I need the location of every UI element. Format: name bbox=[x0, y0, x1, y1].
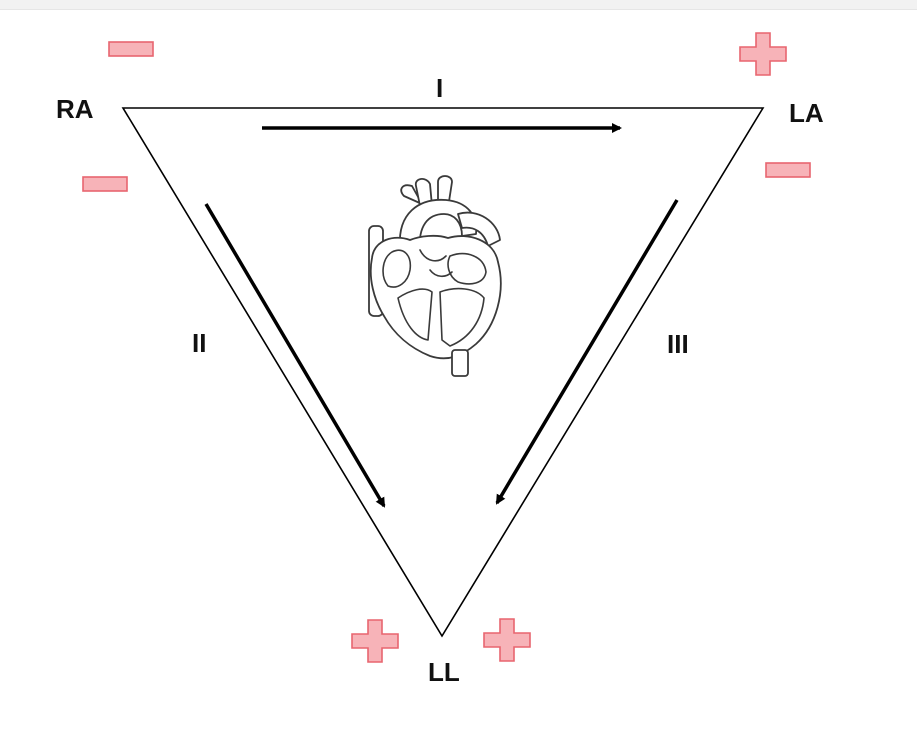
electrode-label-ll: LL bbox=[428, 657, 460, 687]
lead-label-iii: III bbox=[667, 329, 689, 359]
lead-ii-arrow bbox=[204, 203, 386, 508]
plus-icon bbox=[739, 32, 787, 76]
lead-iii-arrow bbox=[495, 199, 679, 505]
plus-icon bbox=[483, 618, 531, 662]
top-bar bbox=[0, 0, 917, 10]
heart-icon bbox=[368, 175, 502, 377]
electrode-label-la: LA bbox=[789, 98, 824, 128]
electrode-label-ra: RA bbox=[56, 94, 94, 124]
minus-icon bbox=[108, 41, 154, 57]
plus-icon bbox=[351, 619, 399, 663]
einthoven-triangle bbox=[121, 107, 765, 638]
minus-icon bbox=[765, 162, 811, 178]
lead-label-ii: II bbox=[192, 328, 206, 358]
lead-label-i: I bbox=[436, 73, 443, 103]
minus-icon bbox=[82, 176, 128, 192]
